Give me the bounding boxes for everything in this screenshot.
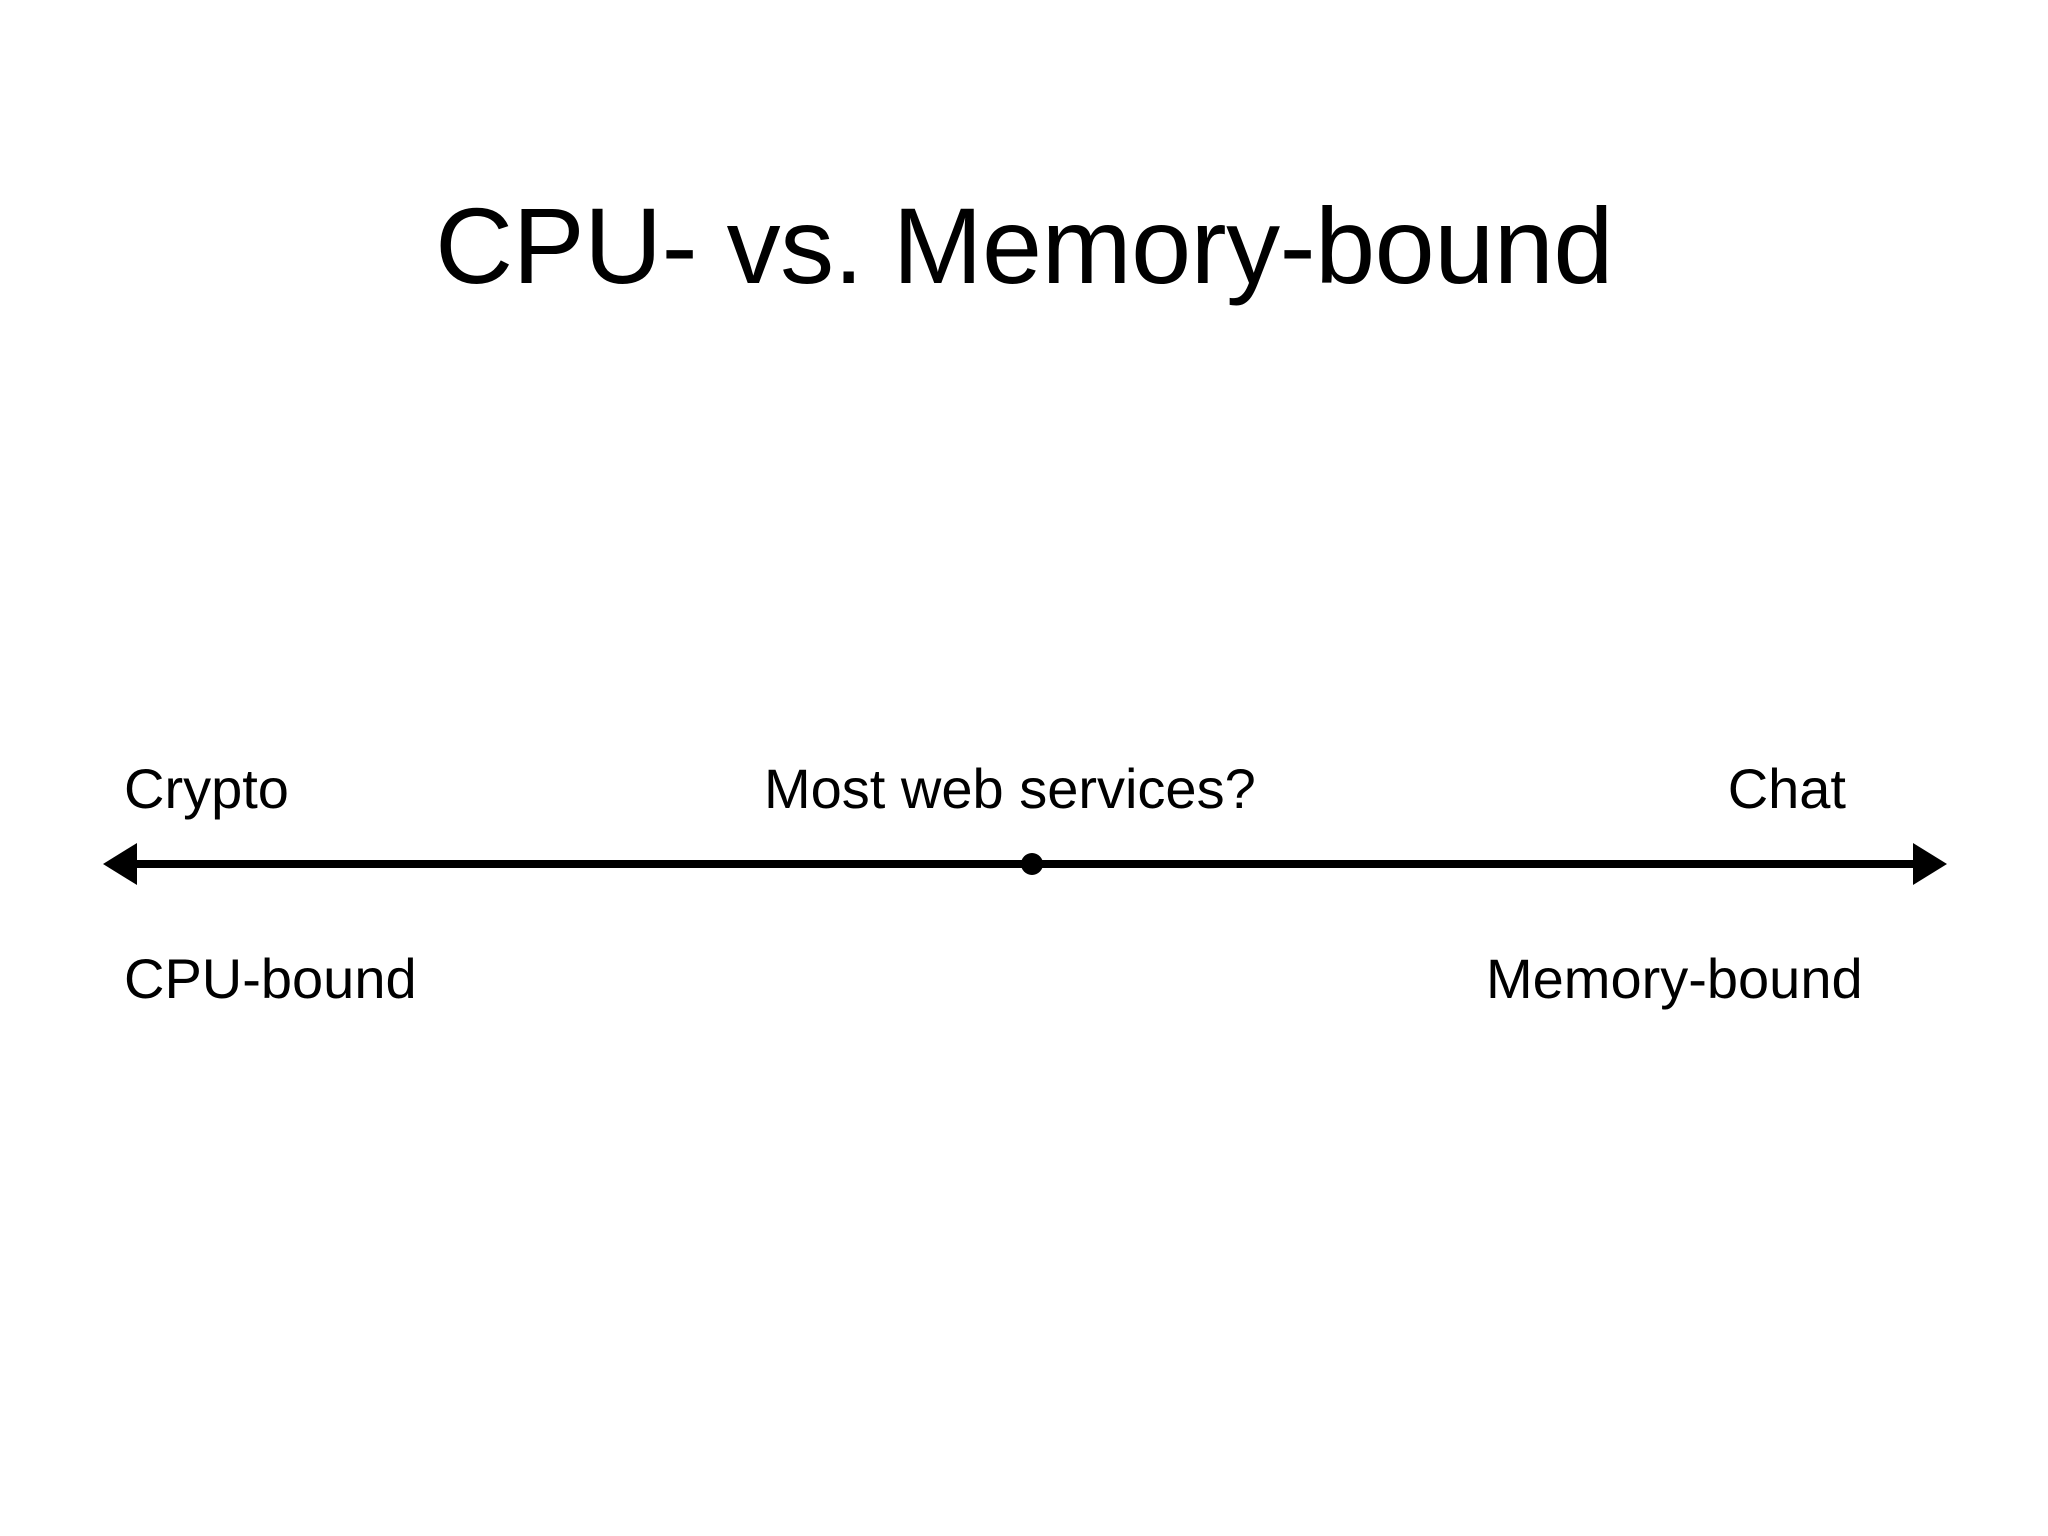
axis-label-left-end: CPU-bound xyxy=(124,947,417,1010)
axis-midpoint-dot-icon xyxy=(1021,853,1043,875)
axis-right-arrowhead-icon xyxy=(1913,843,1947,885)
double-arrow-axis-icon xyxy=(103,843,1947,885)
axis-label-right-example: Chat xyxy=(1727,757,1846,820)
axis-label-midpoint: Most web services? xyxy=(764,757,1256,820)
page-title: CPU- vs. Memory-bound xyxy=(435,185,1613,307)
axis-left-arrowhead-icon xyxy=(103,843,137,885)
axis-label-left-example: Crypto xyxy=(124,757,289,820)
axis-label-right-end: Memory-bound xyxy=(1486,947,1863,1010)
